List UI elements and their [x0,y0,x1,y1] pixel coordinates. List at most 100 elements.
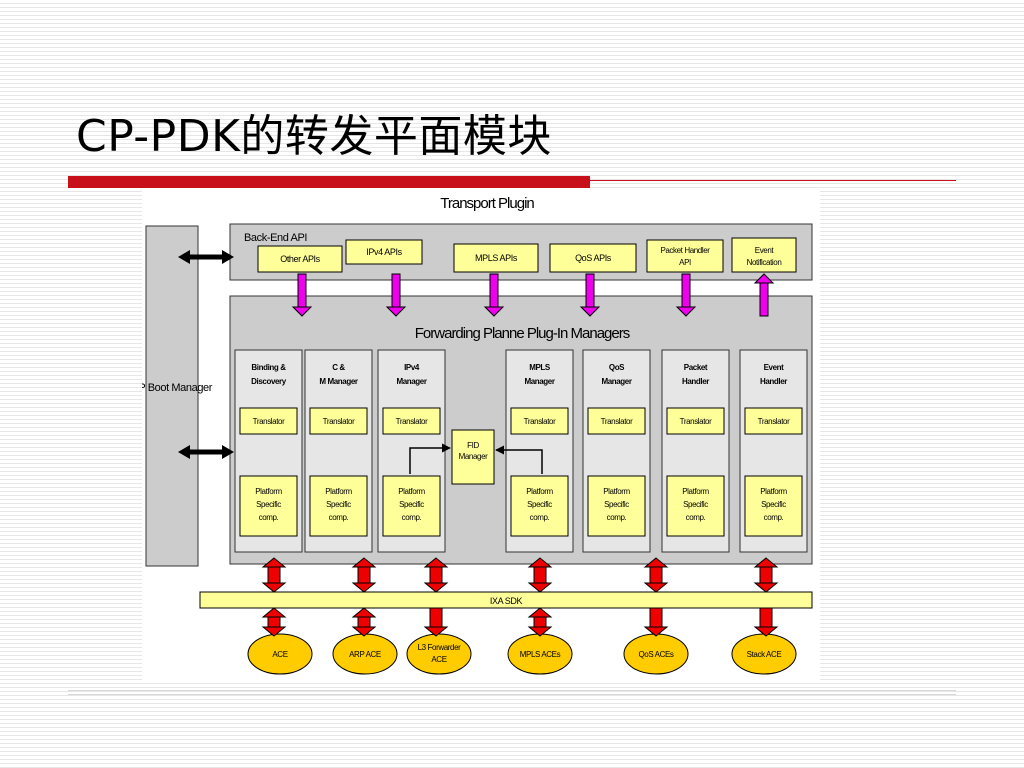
platform-label-line: Specific [761,500,786,509]
translator-box [382,407,441,435]
back-end-api-label: Back-End API [244,232,307,244]
translator-box [587,407,646,435]
vertical-arrow [423,557,449,593]
platform-label-line: comp. [530,513,550,522]
translator-box [309,407,368,435]
fid-manager-label: FID Manager [459,441,489,461]
ixa-sdk-bar [199,591,813,609]
platform-box [239,475,298,537]
platform-label-line: comp. [329,513,349,522]
vertical-arrow [527,557,553,593]
api-box [453,243,539,273]
fp-boot-manager-box [145,225,199,567]
ace-label-line: Stack ACE [747,650,782,659]
vertical-arrow [753,557,779,593]
vertical-arrow [261,557,287,593]
api-label-line2: API [679,258,691,267]
platform-box [510,475,569,537]
api-box [345,239,423,265]
vertical-arrow [753,273,775,317]
translator-box [510,407,569,435]
fid-manager-box [451,429,495,485]
manager-name: C &M Manager [319,363,357,386]
translator-box [744,407,803,435]
manager-name-line: Manager [524,377,554,386]
ace-label-line: QoS ACEs [638,650,673,659]
fid-line2: Manager [459,452,489,461]
platform-label-line: Platform [526,487,553,496]
vertical-arrow [483,273,505,317]
fp-boot-manager-label: FP Boot Manager [142,382,213,394]
slide-title: CP-PDK的转发平面模块 [76,111,552,162]
translator-label: Translator [758,417,790,426]
manager-name-line: QoS [609,363,625,372]
api-label: MPLS APIs [475,253,518,263]
platform-label-line: Specific [527,500,552,509]
ace-label: ARP ACE [349,650,381,659]
ace-label: QoS ACEs [638,650,673,659]
translator-label: Translator [323,417,355,426]
vertical-arrow [291,273,313,317]
footer-rule [68,690,956,691]
translator-label: Translator [396,417,428,426]
ace-label: Stack ACE [747,650,782,659]
platform-label-line: Platform [760,487,787,496]
platform-label-line: comp. [764,513,784,522]
vertical-arrow [753,607,779,637]
vertical-arrow [351,557,377,593]
translator-label: Translator [601,417,633,426]
manager-name-line: IPv4 [404,363,420,372]
platform-label-line: Specific [256,500,281,509]
platform-label-line: Platform [325,487,352,496]
manager-name-line: C & [332,363,345,372]
transport-plugin-label: Transport Plugin [440,195,534,212]
platform-label-line: comp. [686,513,706,522]
platform-box [587,475,646,537]
ace-label-line: ARP ACE [349,650,381,659]
vertical-arrow [527,607,553,637]
api-label: IPv4 APIs [366,247,402,257]
translator-label: Translator [524,417,556,426]
vertical-arrow [261,607,287,637]
managers-title: Forwarding Planne Plug-In Managers [415,325,630,342]
manager-name: Binding &Discovery [251,363,287,386]
api-boxes: Other APIs IPv4 APIs MPLS APIs QoS APIs … [257,237,797,273]
vertical-arrow [643,607,669,637]
translator-label: Translator [253,417,285,426]
vertical-arrow [385,273,407,317]
translator-label: Translator [680,417,712,426]
vertical-arrow [423,607,449,637]
manager-name-line: Handler [760,377,787,386]
platform-label-line: Specific [399,500,424,509]
ace-node [406,633,472,675]
manager-name-line: Packet [684,363,708,372]
api-label-line1: Packet Handler [660,246,710,255]
manager-name-line: Handler [682,377,709,386]
manager-name-line: Manager [396,377,426,386]
api-box [257,245,343,273]
manager-name-line: Discovery [251,377,287,386]
ace-label: ACE [272,650,287,659]
api-label: Other APIs [280,254,320,264]
vertical-arrow [643,557,669,593]
fid-line1: FID [467,441,479,450]
platform-label-line: Platform [398,487,425,496]
footer-rule-secondary [68,694,956,695]
manager-name-line: Manager [601,377,631,386]
fid-connector-left [409,443,451,474]
manager-name-line: Event [764,363,785,372]
double-arrow [178,445,234,459]
